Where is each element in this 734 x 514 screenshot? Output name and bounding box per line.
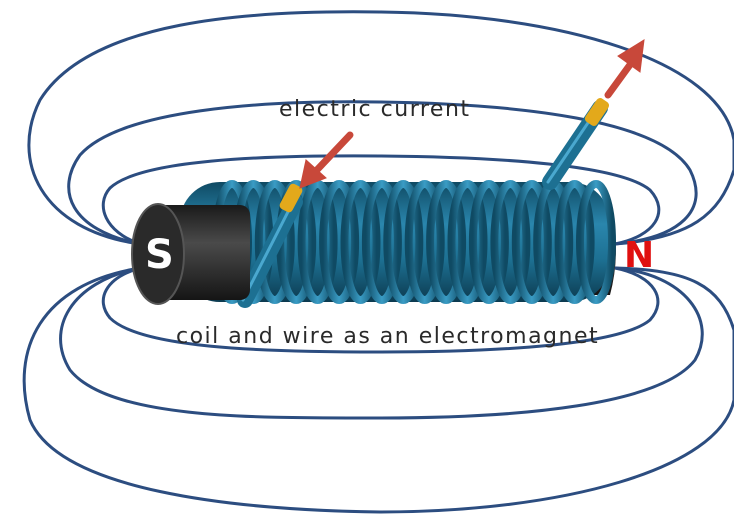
wire-lead-left	[237, 194, 303, 308]
electric-current-label: electric current	[279, 97, 471, 122]
south-core-face	[131, 203, 185, 305]
current-arrow-in-head	[299, 159, 327, 189]
current-arrows	[299, 39, 645, 189]
coil-turn	[297, 180, 338, 304]
north-pole-label: N	[624, 235, 655, 276]
coil-turn	[340, 180, 381, 304]
coil-turn	[447, 180, 488, 304]
field-line-outer-bottom	[22, 266, 734, 514]
coil-turn	[404, 180, 445, 304]
wire-lead-left-highlight	[241, 200, 295, 302]
field-line-middle-bottom	[59, 266, 704, 420]
wire-tips	[279, 98, 610, 213]
south-core	[131, 203, 250, 305]
coil-turn	[511, 180, 552, 304]
wire-tip-right	[584, 98, 610, 126]
electromagnet-caption: coil and wire as an electromagnet	[176, 324, 600, 349]
coil-turn	[576, 180, 616, 304]
coil-turn	[383, 180, 424, 304]
field-line-inner-top	[101, 154, 661, 246]
magnetic-field-lines	[22, 10, 734, 514]
wire-tip-left	[279, 183, 303, 213]
field-line-outer-top	[27, 10, 734, 246]
coil-turn	[490, 180, 531, 304]
coil-turn	[319, 180, 360, 304]
south-pole-label: S	[145, 232, 174, 278]
coil-turn	[468, 180, 509, 304]
coil-turn	[426, 180, 467, 304]
coil-turn	[361, 180, 402, 304]
current-arrow-in	[311, 131, 354, 176]
coil-turn	[554, 180, 595, 304]
current-arrow-out	[604, 58, 636, 99]
field-line-middle-top	[67, 100, 698, 246]
coil-turn	[254, 180, 295, 304]
field-line-inner-bottom	[101, 266, 660, 354]
current-arrow-out-head	[617, 39, 645, 73]
